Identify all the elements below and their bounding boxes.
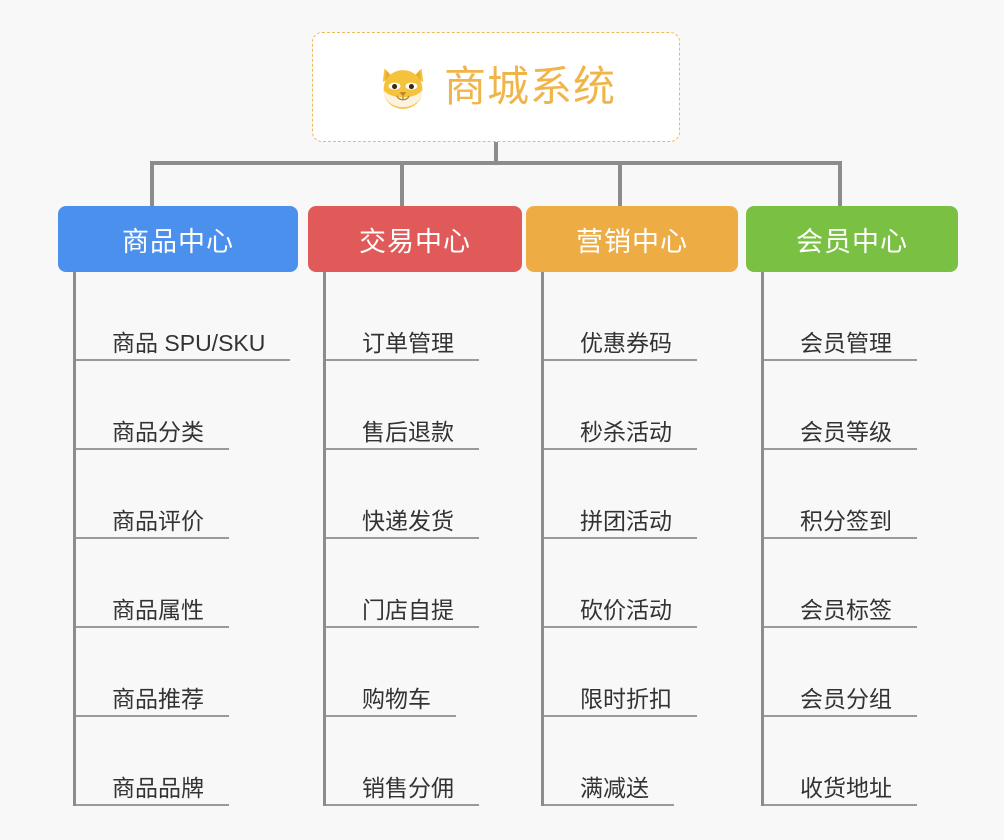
root-title: 商城系统 (443, 63, 616, 110)
underline-trim (479, 626, 522, 628)
category-header-marketing[interactable]: 营销中心 (526, 206, 738, 272)
underline-trim (917, 715, 958, 717)
connector-drop-4 (838, 161, 842, 206)
leaf-item[interactable]: 会员分组 (764, 628, 958, 717)
underline-trim (674, 804, 738, 806)
leaf-label: 商品分类 (112, 418, 204, 445)
underline-trim (917, 804, 958, 806)
underline-trim (479, 804, 522, 806)
connector-drop-1 (150, 161, 154, 206)
leaf-item[interactable]: 会员等级 (764, 361, 958, 450)
leaf-item[interactable]: 商品推荐 (76, 628, 298, 717)
leaf-label: 会员分组 (800, 685, 892, 712)
leaf-item[interactable]: 收货地址 (764, 717, 958, 806)
underline-trim (229, 537, 298, 539)
leaf-item[interactable]: 门店自提 (326, 539, 522, 628)
leaf-item[interactable]: 会员标签 (764, 539, 958, 628)
leaf-list-member: 会员管理 会员等级 积分签到 会员标签 会员分组 收货地址 (761, 272, 958, 806)
category-column-marketing: 营销中心 优惠券码 秒杀活动 拼团活动 砍价活动 限时折扣 满减送 (526, 206, 738, 806)
leaf-list-product: 商品 SPU/SKU 商品分类 商品评价 商品属性 商品推荐 商品品牌 (73, 272, 298, 806)
underline-trim (479, 359, 522, 361)
category-header-label: 营销中心 (576, 226, 688, 257)
leaf-item[interactable]: 商品 SPU/SKU (76, 272, 298, 361)
underline-trim (917, 359, 958, 361)
leaf-item[interactable]: 快递发货 (326, 450, 522, 539)
category-header-trade[interactable]: 交易中心 (308, 206, 522, 272)
connector-drop-2 (400, 161, 404, 206)
underline-trim (697, 626, 738, 628)
leaf-label: 商品评价 (112, 507, 204, 534)
category-column-trade: 交易中心 订单管理 售后退款 快递发货 门店自提 购物车 销售分佣 (308, 206, 522, 806)
leaf-item[interactable]: 商品分类 (76, 361, 298, 450)
leaf-item[interactable]: 订单管理 (326, 272, 522, 361)
leaf-item[interactable]: 积分签到 (764, 450, 958, 539)
underline-trim (229, 804, 298, 806)
underline-trim (229, 448, 298, 450)
underline-trim (697, 448, 738, 450)
underline-trim (917, 626, 958, 628)
leaf-item[interactable]: 满减送 (544, 717, 738, 806)
underline-trim (229, 715, 298, 717)
leaf-item[interactable]: 售后退款 (326, 361, 522, 450)
leaf-label: 购物车 (362, 685, 431, 712)
leaf-item[interactable]: 商品评价 (76, 450, 298, 539)
leaf-label: 订单管理 (362, 329, 454, 356)
leaf-list-trade: 订单管理 售后退款 快递发货 门店自提 购物车 销售分佣 (323, 272, 522, 806)
leaf-list-marketing: 优惠券码 秒杀活动 拼团活动 砍价活动 限时折扣 满减送 (541, 272, 738, 806)
leaf-label: 销售分佣 (362, 774, 454, 801)
underline-trim (456, 715, 522, 717)
leaf-label: 门店自提 (362, 596, 454, 623)
leaf-label: 秒杀活动 (580, 418, 672, 445)
leaf-item[interactable]: 会员管理 (764, 272, 958, 361)
leaf-label: 积分签到 (800, 507, 892, 534)
leaf-label: 砍价活动 (580, 596, 672, 623)
underline-trim (697, 359, 738, 361)
leaf-label: 拼团活动 (580, 507, 672, 534)
category-column-member: 会员中心 会员管理 会员等级 积分签到 会员标签 会员分组 收货地址 (746, 206, 958, 806)
leaf-label: 商品属性 (112, 596, 204, 623)
category-column-product: 商品中心 商品 SPU/SKU 商品分类 商品评价 商品属性 商品推荐 商品品牌 (58, 206, 298, 806)
underline-trim (479, 448, 522, 450)
leaf-label: 商品 SPU/SKU (112, 329, 266, 356)
leaf-label: 优惠券码 (580, 329, 672, 356)
leaf-item[interactable]: 限时折扣 (544, 628, 738, 717)
underline-trim (917, 448, 958, 450)
leaf-label: 满减送 (580, 774, 649, 801)
leaf-item[interactable]: 秒杀活动 (544, 361, 738, 450)
leaf-item[interactable]: 商品属性 (76, 539, 298, 628)
leaf-label: 会员管理 (800, 329, 892, 356)
leaf-item[interactable]: 购物车 (326, 628, 522, 717)
underline-trim (229, 626, 298, 628)
leaf-item[interactable]: 拼团活动 (544, 450, 738, 539)
category-header-product[interactable]: 商品中心 (58, 206, 298, 272)
leaf-label: 会员等级 (800, 418, 892, 445)
leaf-item[interactable]: 销售分佣 (326, 717, 522, 806)
underline-trim (290, 359, 298, 361)
connector-horizontal-bar (150, 161, 842, 165)
category-header-label: 商品中心 (122, 226, 234, 257)
underline-trim (697, 715, 738, 717)
root-node[interactable]: 商城系统 (312, 32, 680, 142)
underline-trim (479, 537, 522, 539)
connector-root-stem (494, 142, 498, 164)
leaf-label: 售后退款 (362, 418, 454, 445)
leaf-label: 快递发货 (362, 507, 454, 534)
shiba-dog-emoji (382, 68, 424, 109)
category-header-label: 交易中心 (359, 226, 471, 257)
leaf-item[interactable]: 优惠券码 (544, 272, 738, 361)
leaf-item[interactable]: 商品品牌 (76, 717, 298, 806)
leaf-label: 商品推荐 (112, 685, 204, 712)
underline-trim (917, 537, 958, 539)
leaf-label: 限时折扣 (580, 685, 672, 712)
leaf-item[interactable]: 砍价活动 (544, 539, 738, 628)
underline-trim (697, 537, 738, 539)
leaf-label: 收货地址 (800, 774, 892, 801)
category-header-member[interactable]: 会员中心 (746, 206, 958, 272)
leaf-label: 商品品牌 (112, 774, 204, 801)
leaf-label: 会员标签 (800, 596, 892, 623)
connector-drop-3 (618, 161, 622, 206)
category-header-label: 会员中心 (796, 226, 908, 257)
